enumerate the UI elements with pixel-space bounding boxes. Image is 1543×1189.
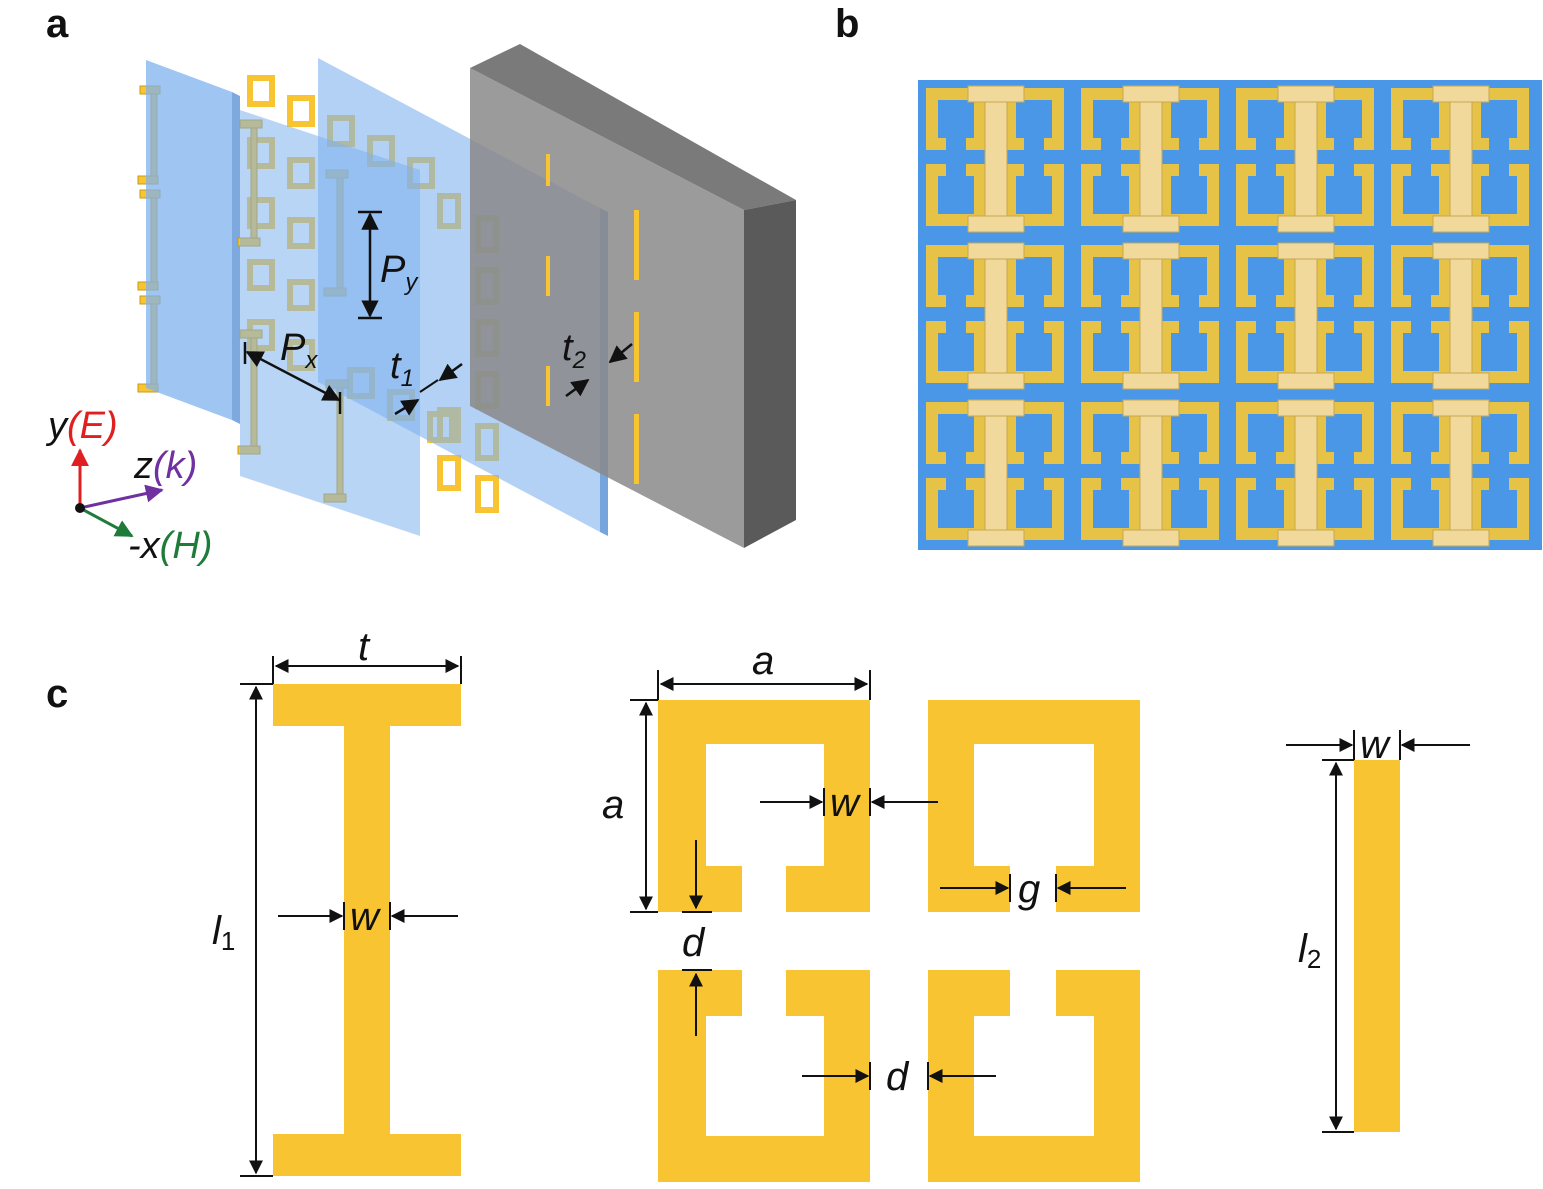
- panel-a-schematic: Py Px t1 t2 y(E) z(k) -x(H): [45, 44, 796, 567]
- panel-label-c: c: [46, 672, 69, 716]
- g-label: g: [1018, 867, 1040, 911]
- ground-plane-front: [470, 68, 744, 548]
- axis-y-label: y(E): [45, 405, 118, 447]
- coordinate-axes: y(E) z(k) -x(H): [45, 405, 212, 567]
- glass-substrate-1: [146, 60, 232, 420]
- t-label: t: [358, 625, 371, 669]
- t2-label: t2: [562, 327, 586, 374]
- panel-label-a: a: [46, 2, 69, 46]
- w-label-ibeam: w: [350, 895, 382, 939]
- t1-label: t1: [390, 345, 414, 392]
- split-ring-shape: [658, 700, 1140, 1182]
- w-label-ring: w: [830, 781, 862, 825]
- strip-shape: [1354, 760, 1400, 1132]
- panel-b-micrograph: [918, 80, 1542, 550]
- py-label: Py: [380, 249, 419, 296]
- strip-layer: [546, 154, 639, 484]
- axis-z-label: z(k): [133, 445, 197, 487]
- panel-c-dimensions: t l1 w a a w: [212, 625, 1470, 1182]
- px-label: Px: [280, 327, 318, 374]
- l2-label: l2: [1298, 927, 1321, 974]
- l1-label: l1: [212, 909, 235, 956]
- ground-plane-side: [744, 200, 796, 548]
- a-label-top: a: [752, 639, 774, 683]
- d-label-vertical: d: [682, 921, 706, 965]
- ground-plane-top: [470, 44, 796, 210]
- w-label-strip: w: [1360, 723, 1392, 767]
- d-label-horizontal: d: [886, 1055, 910, 1099]
- ibeam-shape: [273, 684, 461, 1176]
- axis-x-label: -x(H): [128, 525, 212, 567]
- a-label-side: a: [602, 783, 624, 827]
- panel-label-b: b: [835, 2, 860, 46]
